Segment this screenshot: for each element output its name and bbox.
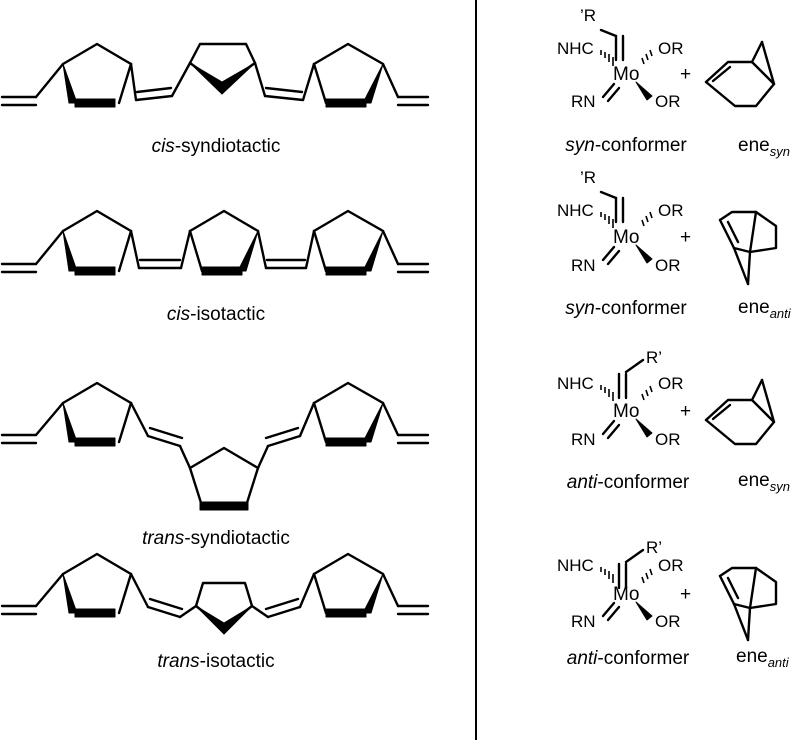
complex-syn-ene-anti: ’R NHC Mo OR OR RN + syn-confo bbox=[557, 168, 792, 321]
ene-label: eneanti bbox=[736, 646, 790, 670]
complex-anti-ene-syn: R’ NHC Mo OR OR RN + anti-conformer enes… bbox=[557, 348, 790, 494]
ene-label: eneanti bbox=[738, 297, 792, 321]
conformer-label: anti-conformer bbox=[567, 648, 690, 669]
svg-text:OR: OR bbox=[655, 430, 681, 449]
svg-text:OR: OR bbox=[658, 201, 684, 220]
svg-text:RN: RN bbox=[571, 612, 596, 631]
right-panel: ’R NHC Mo OR OR RN + syn-conformer enesy… bbox=[557, 6, 792, 670]
caption-trans-isotactic: trans-isotactic bbox=[157, 651, 274, 672]
norbornene-anti-icon bbox=[718, 210, 778, 286]
polymer-trans-syndiotactic: trans-syndiotactic bbox=[0, 381, 430, 549]
svg-text:+: + bbox=[680, 401, 691, 422]
conformer-label: syn-conformer bbox=[565, 135, 687, 156]
polymer-trans-isotactic: trans-isotactic bbox=[0, 552, 430, 672]
r-group-label: R’ bbox=[646, 348, 662, 367]
svg-text:OR: OR bbox=[655, 612, 681, 631]
complex-anti-ene-anti: R’ NHC Mo OR OR RN + anti-conf bbox=[557, 538, 790, 670]
caption-cis-isotactic: cis-isotactic bbox=[167, 304, 265, 325]
conformer-label: syn-conformer bbox=[565, 298, 687, 319]
svg-text:OR: OR bbox=[658, 556, 684, 575]
metal-mo: Mo bbox=[613, 584, 639, 605]
svg-text:OR: OR bbox=[655, 256, 681, 275]
metal-mo: Mo bbox=[613, 227, 639, 248]
svg-text:OR: OR bbox=[655, 92, 681, 111]
r-group-label: ’R bbox=[580, 6, 596, 25]
polymer-cis-syndiotactic: cis-syndiotactic bbox=[0, 42, 430, 157]
svg-text:RN: RN bbox=[571, 92, 596, 111]
svg-text:+: + bbox=[680, 64, 691, 85]
metal-mo: Mo bbox=[613, 64, 639, 85]
r-group-label: R’ bbox=[646, 538, 662, 557]
polymer-cis-isotactic: cis-isotactic bbox=[0, 209, 430, 325]
svg-text:NHC: NHC bbox=[557, 39, 594, 58]
ene-label: enesyn bbox=[738, 470, 790, 494]
svg-text:NHC: NHC bbox=[557, 556, 594, 575]
svg-text:OR: OR bbox=[658, 39, 684, 58]
svg-text:RN: RN bbox=[571, 256, 596, 275]
norbornene-anti-icon bbox=[718, 566, 778, 642]
svg-text:RN: RN bbox=[571, 430, 596, 449]
caption-trans-syndiotactic: trans-syndiotactic bbox=[142, 528, 290, 549]
r-group-label: ’R bbox=[580, 168, 596, 187]
left-panel: cis-syndiotactic cis-iso bbox=[0, 42, 430, 672]
complex-syn-ene-syn: ’R NHC Mo OR OR RN + syn-conformer enesy… bbox=[557, 6, 790, 159]
svg-text:NHC: NHC bbox=[557, 201, 594, 220]
svg-text:NHC: NHC bbox=[557, 374, 594, 393]
norbornene-syn-icon bbox=[704, 40, 776, 108]
svg-text:OR: OR bbox=[658, 374, 684, 393]
norbornene-syn-icon bbox=[704, 378, 776, 446]
svg-text:+: + bbox=[680, 584, 691, 605]
svg-text:+: + bbox=[680, 227, 691, 248]
caption-cis-syndiotactic: cis-syndiotactic bbox=[152, 136, 281, 157]
ene-label: enesyn bbox=[738, 135, 790, 159]
conformer-label: anti-conformer bbox=[567, 472, 690, 493]
metal-mo: Mo bbox=[613, 401, 639, 422]
